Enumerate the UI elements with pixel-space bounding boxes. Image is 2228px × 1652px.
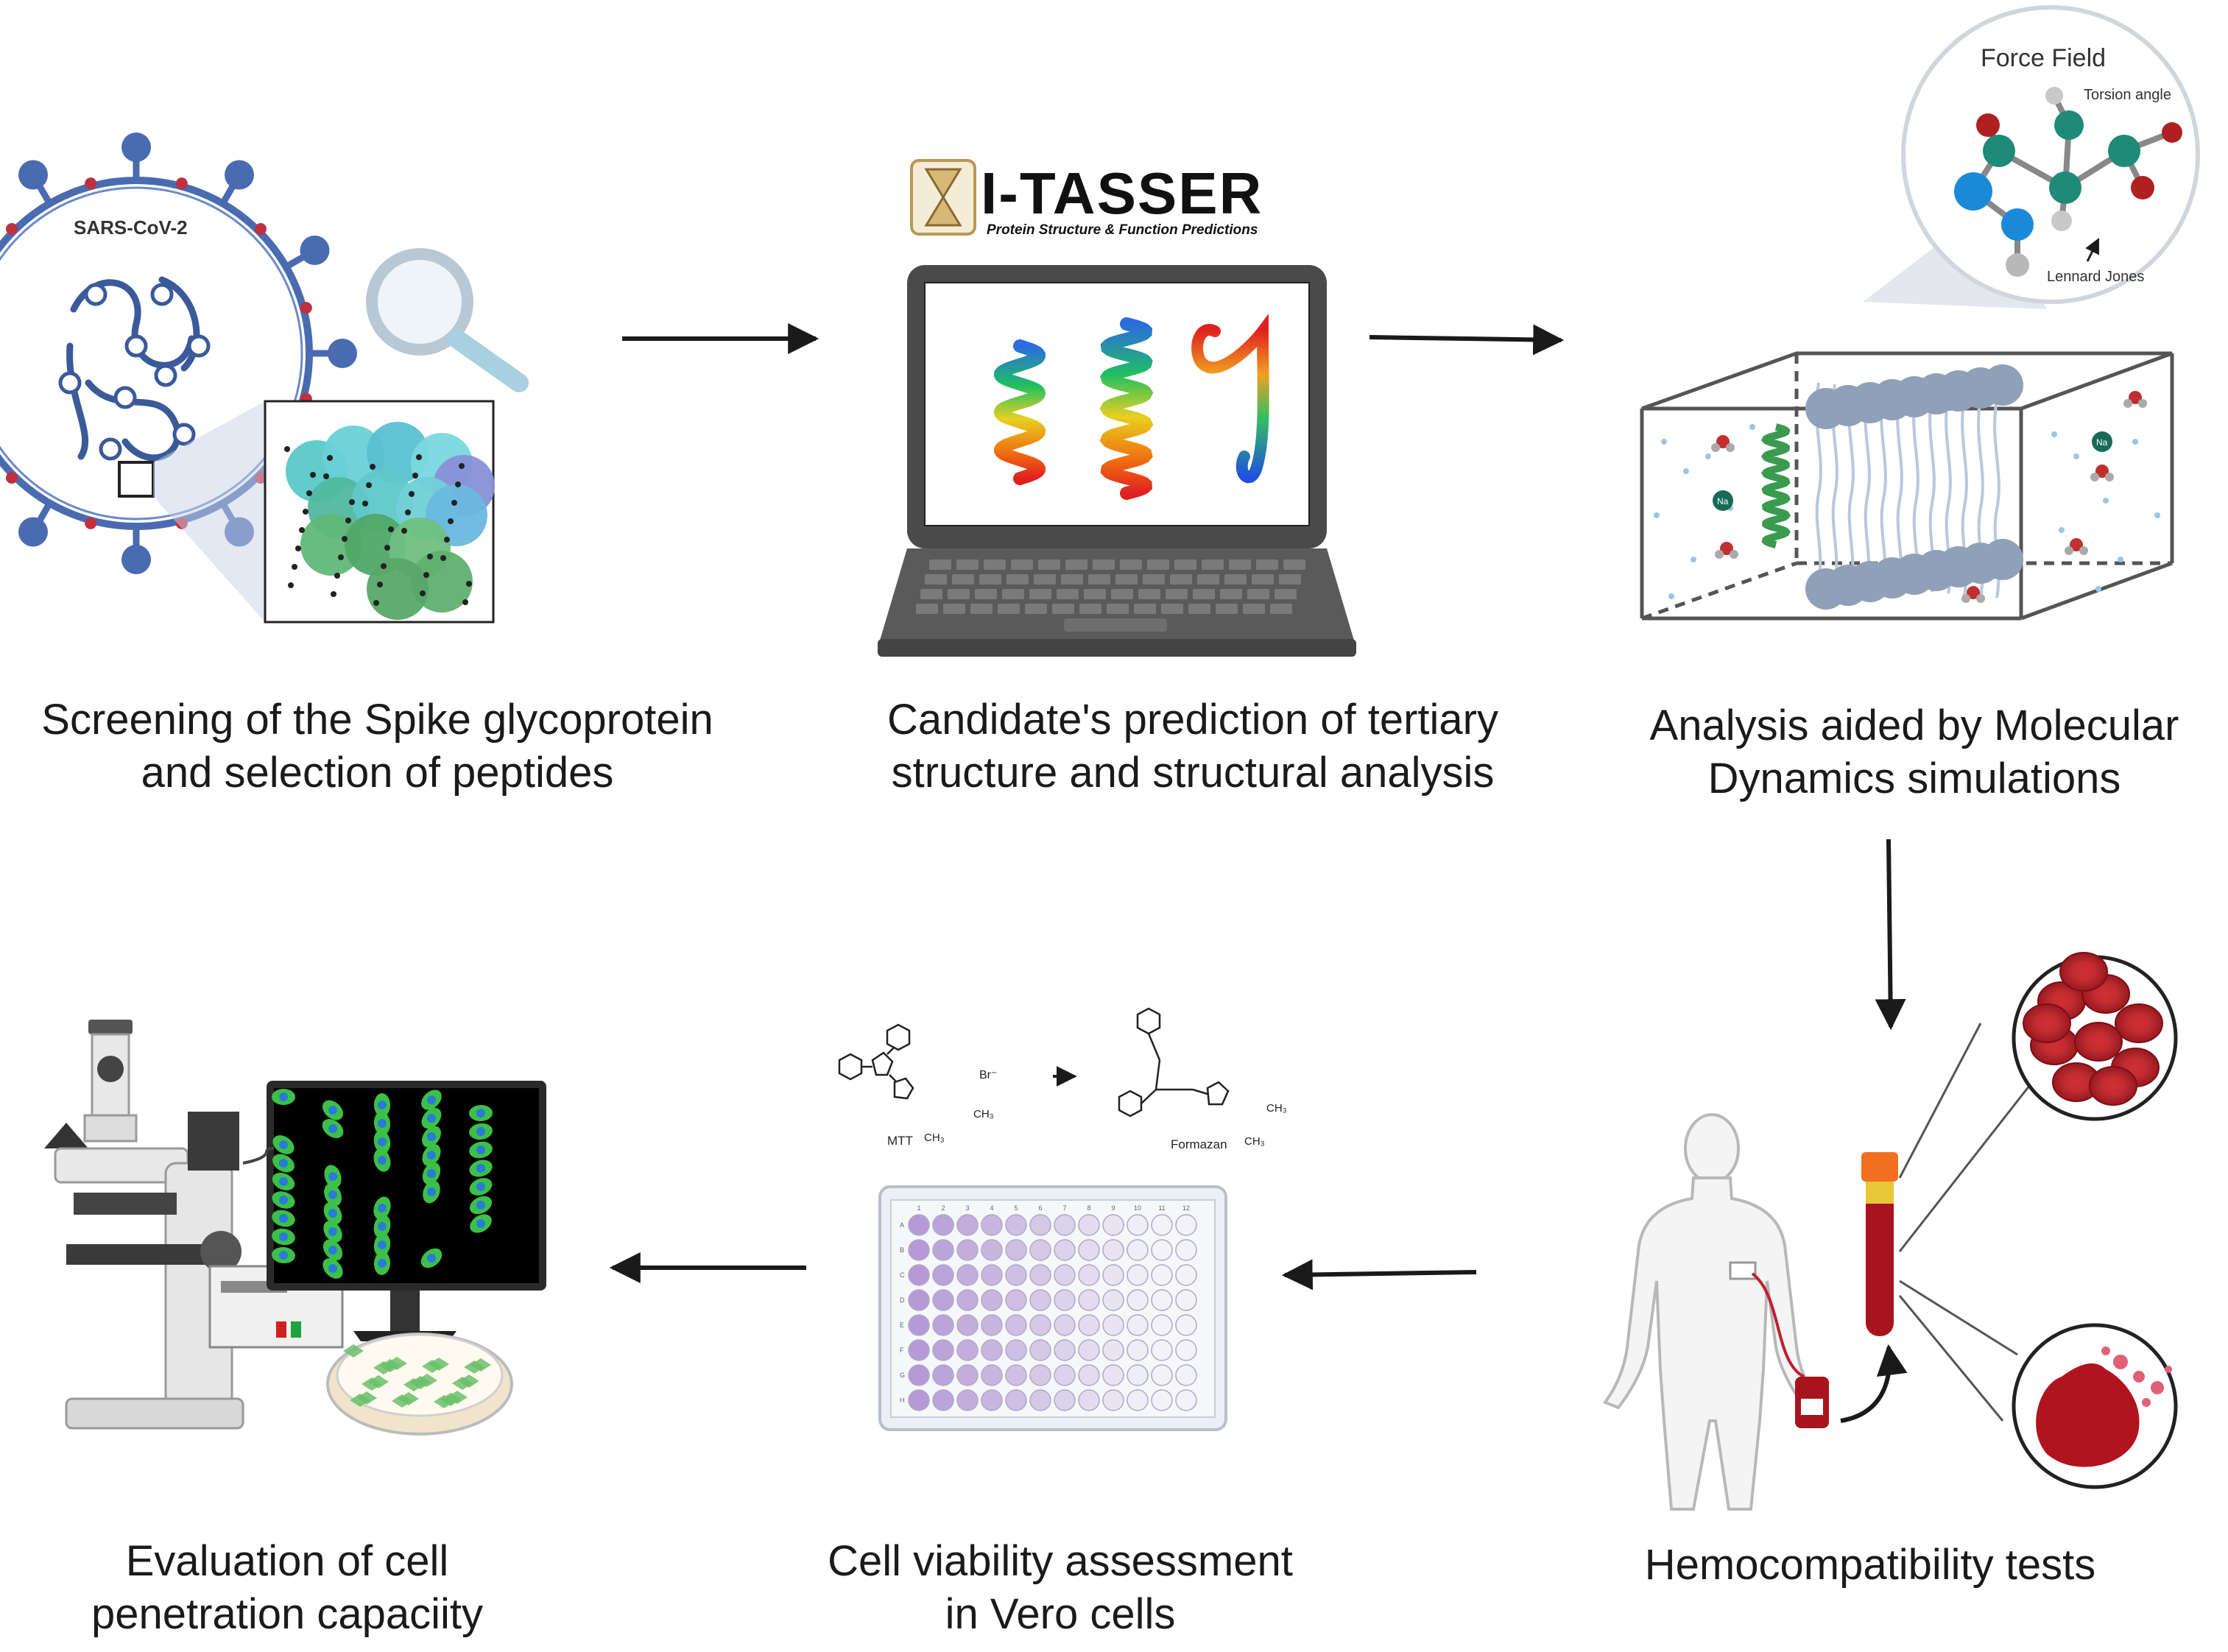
caption-prediction-line-2: structure and structural analysis	[891, 749, 1495, 797]
caption-md-line-1: Analysis aided by Molecular	[1649, 702, 2179, 749]
spike-protein-structure	[264, 400, 495, 624]
fluorescent-cells	[272, 1089, 493, 1279]
rbc-insets	[1898, 952, 2178, 1489]
caption-prediction: Candidate's prediction of tertiary struc…	[832, 693, 1554, 799]
itasser-logo: I-TASSER Protein Structure & Function Pr…	[910, 159, 1263, 238]
svg-text:Na: Na	[2096, 437, 2108, 448]
human-figure	[1602, 1113, 1822, 1511]
svg-text:7: 7	[1062, 1204, 1066, 1212]
caption-prediction-line-1: Candidate's prediction of tertiary	[887, 696, 1498, 744]
br-label: Br⁻	[979, 1069, 997, 1081]
svg-text:9: 9	[1111, 1204, 1115, 1212]
caption-screening: Screening of the Spike glycoprotein and …	[0, 693, 755, 799]
svg-text:C: C	[900, 1271, 905, 1279]
caption-penetration-line-2: penetration capaciity	[91, 1590, 483, 1638]
svg-text:6: 6	[1038, 1204, 1042, 1212]
mtt-ch3-label-2: CH₃	[973, 1108, 994, 1120]
mtt-reaction	[838, 1007, 1230, 1118]
svg-text:D: D	[900, 1296, 905, 1304]
svg-text:5: 5	[1014, 1204, 1018, 1212]
sample-arrow	[1840, 1344, 1908, 1423]
laptop-keyboard	[916, 560, 1305, 614]
svg-text:F: F	[900, 1346, 904, 1354]
laptop-icon	[878, 265, 1356, 657]
arrow-step4-to-step5	[1281, 1259, 1477, 1291]
predicted-structures	[993, 314, 1269, 500]
arrow-step3-to-step4	[1875, 839, 1906, 1031]
svg-text:8: 8	[1087, 1204, 1090, 1212]
caption-hemo: Hemocompatibility tests	[1583, 1539, 2157, 1592]
arrow-step2-to-step3	[1369, 324, 1565, 356]
itasser-subtitle: Protein Structure & Function Predictions	[987, 222, 1258, 238]
nucleocapsid-beads	[58, 283, 211, 461]
flow-arrows	[609, 323, 1906, 1291]
formazan-label: Formazan	[1171, 1137, 1227, 1151]
caption-penetration: Evaluation of cell penetration capaciity	[29, 1535, 545, 1641]
petri-cells	[343, 1344, 491, 1408]
svg-text:4: 4	[990, 1204, 993, 1212]
itasser-title: I-TASSER	[981, 160, 1263, 226]
force-field-label: Force Field	[1981, 44, 2106, 72]
caption-viability-line-2: in Vero cells	[945, 1590, 1176, 1638]
svg-text:11: 11	[1158, 1204, 1165, 1212]
magnifier-icon	[366, 248, 529, 392]
caption-viability: Cell viability assessment in Vero cells	[780, 1535, 1340, 1641]
caption-hemo-line-1: Hemocompatibility tests	[1644, 1541, 2096, 1589]
blood-tube	[1861, 1152, 1898, 1336]
spike-protein-blobs	[284, 422, 495, 620]
blood-draw	[1729, 1261, 1829, 1428]
mtt-labels: MTT Br⁻ CH₃ CH₃ Formazan CH₃ CH₃	[887, 1069, 1287, 1151]
mtt-label: MTT	[887, 1134, 913, 1148]
lysed-rbc	[2036, 1363, 2140, 1467]
petri-dish	[326, 1332, 513, 1436]
svg-text:B: B	[900, 1246, 904, 1254]
peptide-helix	[1760, 423, 1791, 548]
microscope	[44, 1020, 244, 1430]
svg-text:1: 1	[917, 1204, 920, 1212]
caption-md: Analysis aided by Molecular Dynamics sim…	[1605, 699, 2224, 805]
caption-screening-line-1: Screening of the Spike glycoprotein	[41, 696, 713, 744]
mtt-ch3-label: CH₃	[924, 1132, 945, 1144]
zoom-wedge	[153, 401, 265, 622]
caption-viability-line-1: Cell viability assessment	[828, 1537, 1293, 1585]
laptop-trackpad	[1064, 618, 1167, 632]
svg-text:E: E	[900, 1321, 904, 1329]
svg-text:3: 3	[965, 1204, 969, 1212]
force-field-inset: Force Field Torsion angle Lennard Jones	[1863, 5, 2200, 309]
svg-text:12: 12	[1182, 1204, 1190, 1212]
formazan-ch3-label-2: CH₃	[1266, 1102, 1287, 1115]
svg-text:A: A	[900, 1221, 904, 1229]
virus-label: SARS-CoV-2	[74, 216, 188, 239]
intact-rbcs	[2023, 952, 2163, 1106]
formazan-ch3-label: CH₃	[1244, 1135, 1265, 1148]
monitor	[242, 1081, 546, 1341]
caption-penetration-line-1: Evaluation of cell	[125, 1537, 449, 1585]
lennard-label: Lennard Jones	[2047, 269, 2144, 285]
svg-text:2: 2	[941, 1204, 945, 1212]
lipid-bilayer	[1805, 364, 2023, 610]
svg-text:10: 10	[1134, 1204, 1141, 1212]
caption-screening-line-2: and selection of peptides	[141, 749, 614, 797]
torsion-label: Torsion angle	[2084, 87, 2171, 103]
hemolysis-fragments	[2101, 1346, 2172, 1407]
svg-text:G: G	[900, 1372, 905, 1379]
caption-md-line-2: Dynamics simulations	[1707, 755, 2121, 802]
svg-text:H: H	[900, 1397, 905, 1404]
svg-text:Na: Na	[1717, 496, 1729, 506]
